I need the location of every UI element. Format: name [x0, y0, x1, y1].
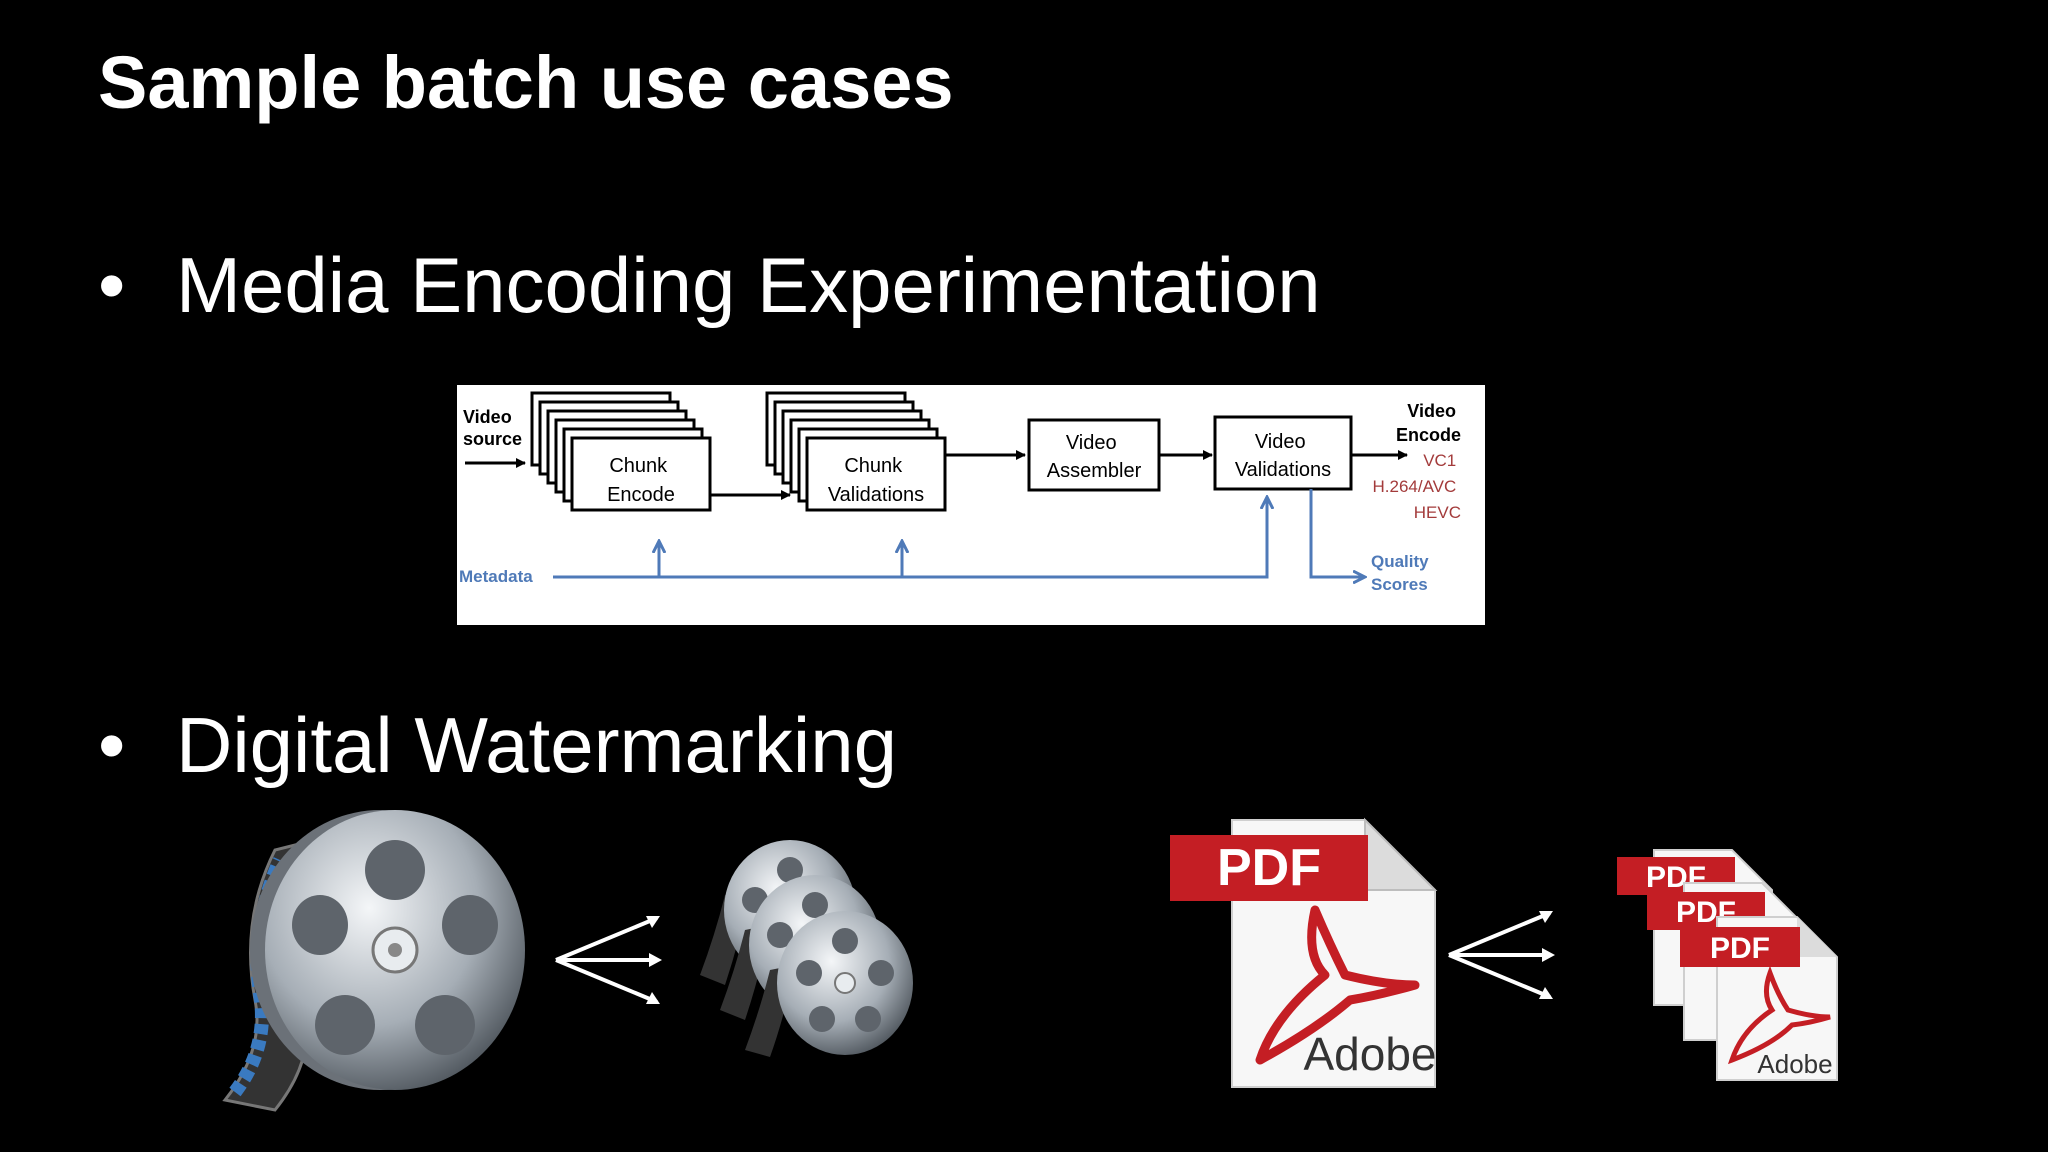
codec-h264: H.264/AVC: [1372, 477, 1456, 496]
svg-text:Video Encode: Video Encode: [1396, 401, 1461, 445]
output-title-line1: Video: [1407, 401, 1456, 421]
video-assembler-line1: Video: [1066, 432, 1117, 454]
adobe-stack-label: Adobe: [1757, 1049, 1832, 1079]
video-validations-line2: Validations: [1235, 459, 1331, 481]
fan-out-arrows-icon: [555, 916, 662, 1004]
bullet-media-encoding: • Media Encoding Experimentation: [98, 240, 1321, 331]
pdf-document-icon: PDF Adobe: [1170, 817, 1438, 1088]
bullet-text: Digital Watermarking: [176, 701, 897, 789]
film-reel-stack-icon: [700, 840, 913, 1057]
encoding-pipeline-diagram: Video source Chunk Encode Chun: [457, 385, 1485, 625]
chunk-encode-stack: [530, 391, 712, 512]
codec-vc1: VC1: [1423, 451, 1456, 470]
input-label-line2: source: [463, 429, 522, 449]
fan-out-arrows-icon: [1448, 911, 1555, 999]
metadata-line: [553, 497, 1267, 579]
output-title-line2: Encode: [1396, 425, 1461, 445]
film-reel-icon: [222, 810, 525, 1112]
codec-hevc: HEVC: [1414, 503, 1461, 522]
pdf-stack-label-3: PDF: [1710, 932, 1770, 965]
svg-text:VC1 H.264/AVC HEVC: VC1 H.264/AVC HEVC: [1372, 451, 1461, 522]
svg-text:Chunk Validations: Chunk Validations: [828, 455, 924, 506]
svg-text:Chunk Encode: Chunk Encode: [607, 455, 675, 506]
pdf-label: PDF: [1217, 839, 1321, 897]
chunk-validations-line2: Validations: [828, 484, 924, 506]
svg-text:Video Validations: Video Validations: [1235, 431, 1331, 481]
video-validations-box: [1213, 415, 1353, 491]
bullet-marker: •: [98, 701, 126, 789]
chunk-validations-stack: [765, 391, 947, 512]
chunk-encode-line1: Chunk: [609, 455, 668, 477]
adobe-label: Adobe: [1303, 1028, 1436, 1080]
metadata-label: Metadata: [459, 567, 533, 586]
slide-title: Sample batch use cases: [98, 41, 954, 124]
chunk-validations-line1: Chunk: [844, 455, 903, 477]
svg-text:Video source: Video source: [463, 407, 522, 449]
input-label-line1: Video: [463, 407, 512, 427]
bullet-text: Media Encoding Experimentation: [176, 241, 1321, 329]
svg-text:Quality Scores: Quality Scores: [1371, 552, 1433, 594]
quality-line2: Scores: [1371, 575, 1428, 594]
pipeline-svg: Video source Chunk Encode Chun: [459, 391, 1461, 594]
bullet-digital-watermarking: • Digital Watermarking: [98, 700, 897, 791]
video-assembler-line2: Assembler: [1047, 460, 1142, 482]
video-validations-line1: Video: [1255, 431, 1306, 453]
quality-line1: Quality: [1371, 552, 1429, 571]
chunk-encode-line2: Encode: [607, 484, 675, 506]
bullet-marker: •: [98, 241, 126, 329]
svg-text:Video Assembler: Video Assembler: [1047, 432, 1142, 482]
pdf-document-stack-icon: PDF PDF PDF Adobe: [1617, 849, 1838, 1081]
video-assembler-box: [1027, 418, 1161, 492]
